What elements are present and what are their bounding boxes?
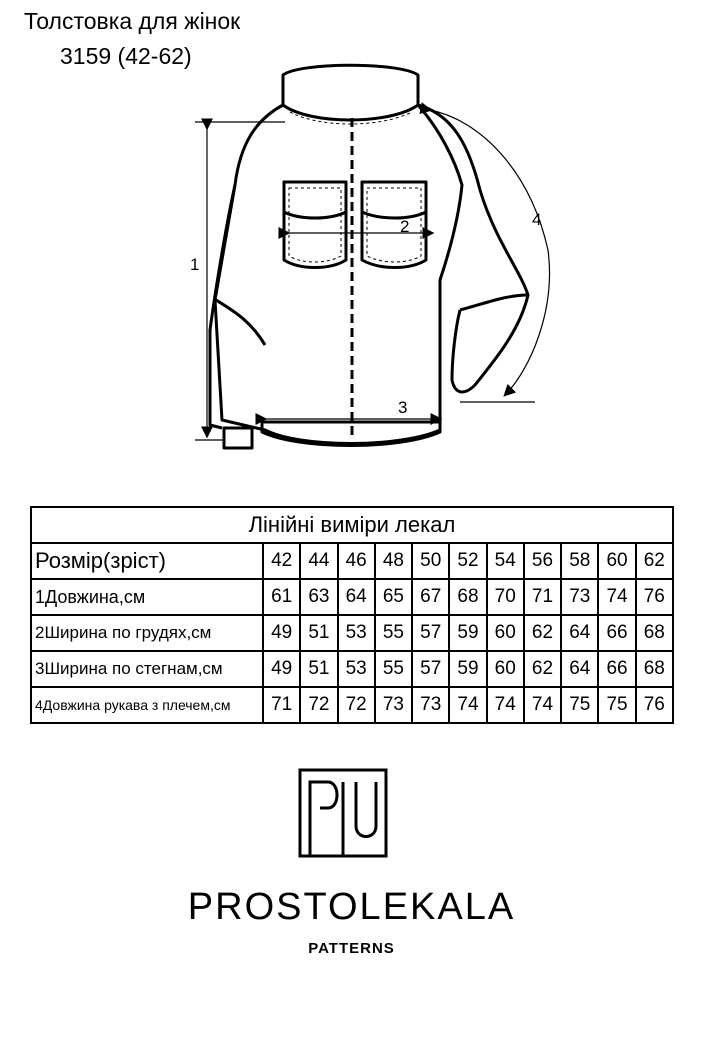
value-cell: 51 (299, 650, 339, 688)
size-header-cell: 62 (634, 542, 674, 580)
value-cell: 75 (597, 686, 637, 724)
value-cell: 68 (448, 578, 488, 616)
value-cell: 62 (522, 614, 563, 652)
size-header-cell: 44 (299, 542, 339, 580)
value-cell: 74 (597, 578, 637, 616)
value-cell: 62 (522, 650, 563, 688)
left-sleeve (208, 184, 237, 430)
value-cell: 72 (299, 686, 339, 724)
value-cell: 57 (411, 650, 451, 688)
left-pocket (282, 180, 348, 269)
size-header-cell: 50 (411, 542, 451, 580)
size-header-cell: 58 (560, 542, 600, 580)
value-cell: 71 (261, 686, 302, 724)
value-cell: 75 (560, 686, 600, 724)
value-cell: 49 (261, 650, 302, 688)
value-cell: 53 (336, 650, 376, 688)
size-header-cell: 42 (261, 542, 302, 580)
value-cell: 60 (485, 614, 525, 652)
body-outline (213, 103, 464, 445)
value-cell: 74 (522, 686, 563, 724)
value-cell: 74 (448, 686, 488, 724)
size-header-cell: 60 (597, 542, 637, 580)
page-title: Толстовка для жінок (24, 8, 241, 34)
value-cell: 64 (560, 614, 600, 652)
size-header-cell: 56 (522, 542, 563, 580)
value-cell: 72 (336, 686, 376, 724)
value-cell: 65 (373, 578, 414, 616)
value-cell: 76 (634, 578, 674, 616)
garment-sketch: 1 2 3 4 (190, 63, 551, 450)
value-cell: 55 (373, 650, 414, 688)
sleeve-measure-line (419, 102, 551, 397)
value-cell: 68 (634, 614, 674, 652)
value-cell: 64 (336, 578, 376, 616)
value-cell: 60 (485, 650, 525, 688)
measure-label-1: 1 (190, 255, 199, 274)
hood-collar (281, 63, 420, 122)
value-cell: 57 (411, 614, 451, 652)
value-cell: 67 (411, 578, 451, 616)
value-cell: 73 (560, 578, 600, 616)
value-cell: 68 (634, 650, 674, 688)
value-cell: 61 (261, 578, 302, 616)
value-cell: 59 (448, 650, 488, 688)
measure-label-3: 3 (398, 398, 407, 417)
value-cell: 55 (373, 614, 414, 652)
row-label: 2Ширина по грудях,см (30, 614, 264, 652)
model-number: 3159 (42-62) (60, 43, 192, 69)
left-cuff (222, 426, 254, 450)
brand-logo-mark (298, 768, 388, 858)
row-label: 3Ширина по стегнам,см (30, 650, 264, 688)
size-header-cell: 48 (373, 542, 414, 580)
value-cell: 59 (448, 614, 488, 652)
value-cell: 53 (336, 614, 376, 652)
measure-label-2: 2 (400, 217, 409, 236)
row-label: 4Довжина рукава з плечем,см (30, 686, 264, 724)
measure-label-4: 4 (532, 210, 541, 229)
value-cell: 63 (299, 578, 339, 616)
size-header-cell: 52 (448, 542, 488, 580)
size-header-cell: 46 (336, 542, 376, 580)
value-cell: 71 (522, 578, 563, 616)
value-cell: 64 (560, 650, 600, 688)
brand-name: PROSTOLEKALA (187, 886, 516, 928)
value-cell: 66 (597, 614, 637, 652)
right-sleeve (417, 103, 530, 394)
value-cell: 74 (485, 686, 525, 724)
right-pocket (360, 180, 428, 269)
value-cell: 51 (299, 614, 339, 652)
hem-band (260, 420, 442, 447)
value-cell: 49 (261, 614, 302, 652)
row-label: 1Довжина,см (30, 578, 264, 616)
value-cell: 73 (373, 686, 414, 724)
size-header-label: Розмір(зріст) (30, 542, 264, 580)
value-cell: 66 (597, 650, 637, 688)
brand-tagline: PATTERNS (308, 940, 395, 957)
table-caption: Лінійні виміри лекал (30, 506, 674, 544)
value-cell: 73 (411, 686, 451, 724)
value-cell: 70 (485, 578, 525, 616)
size-header-cell: 54 (485, 542, 525, 580)
value-cell: 76 (634, 686, 674, 724)
